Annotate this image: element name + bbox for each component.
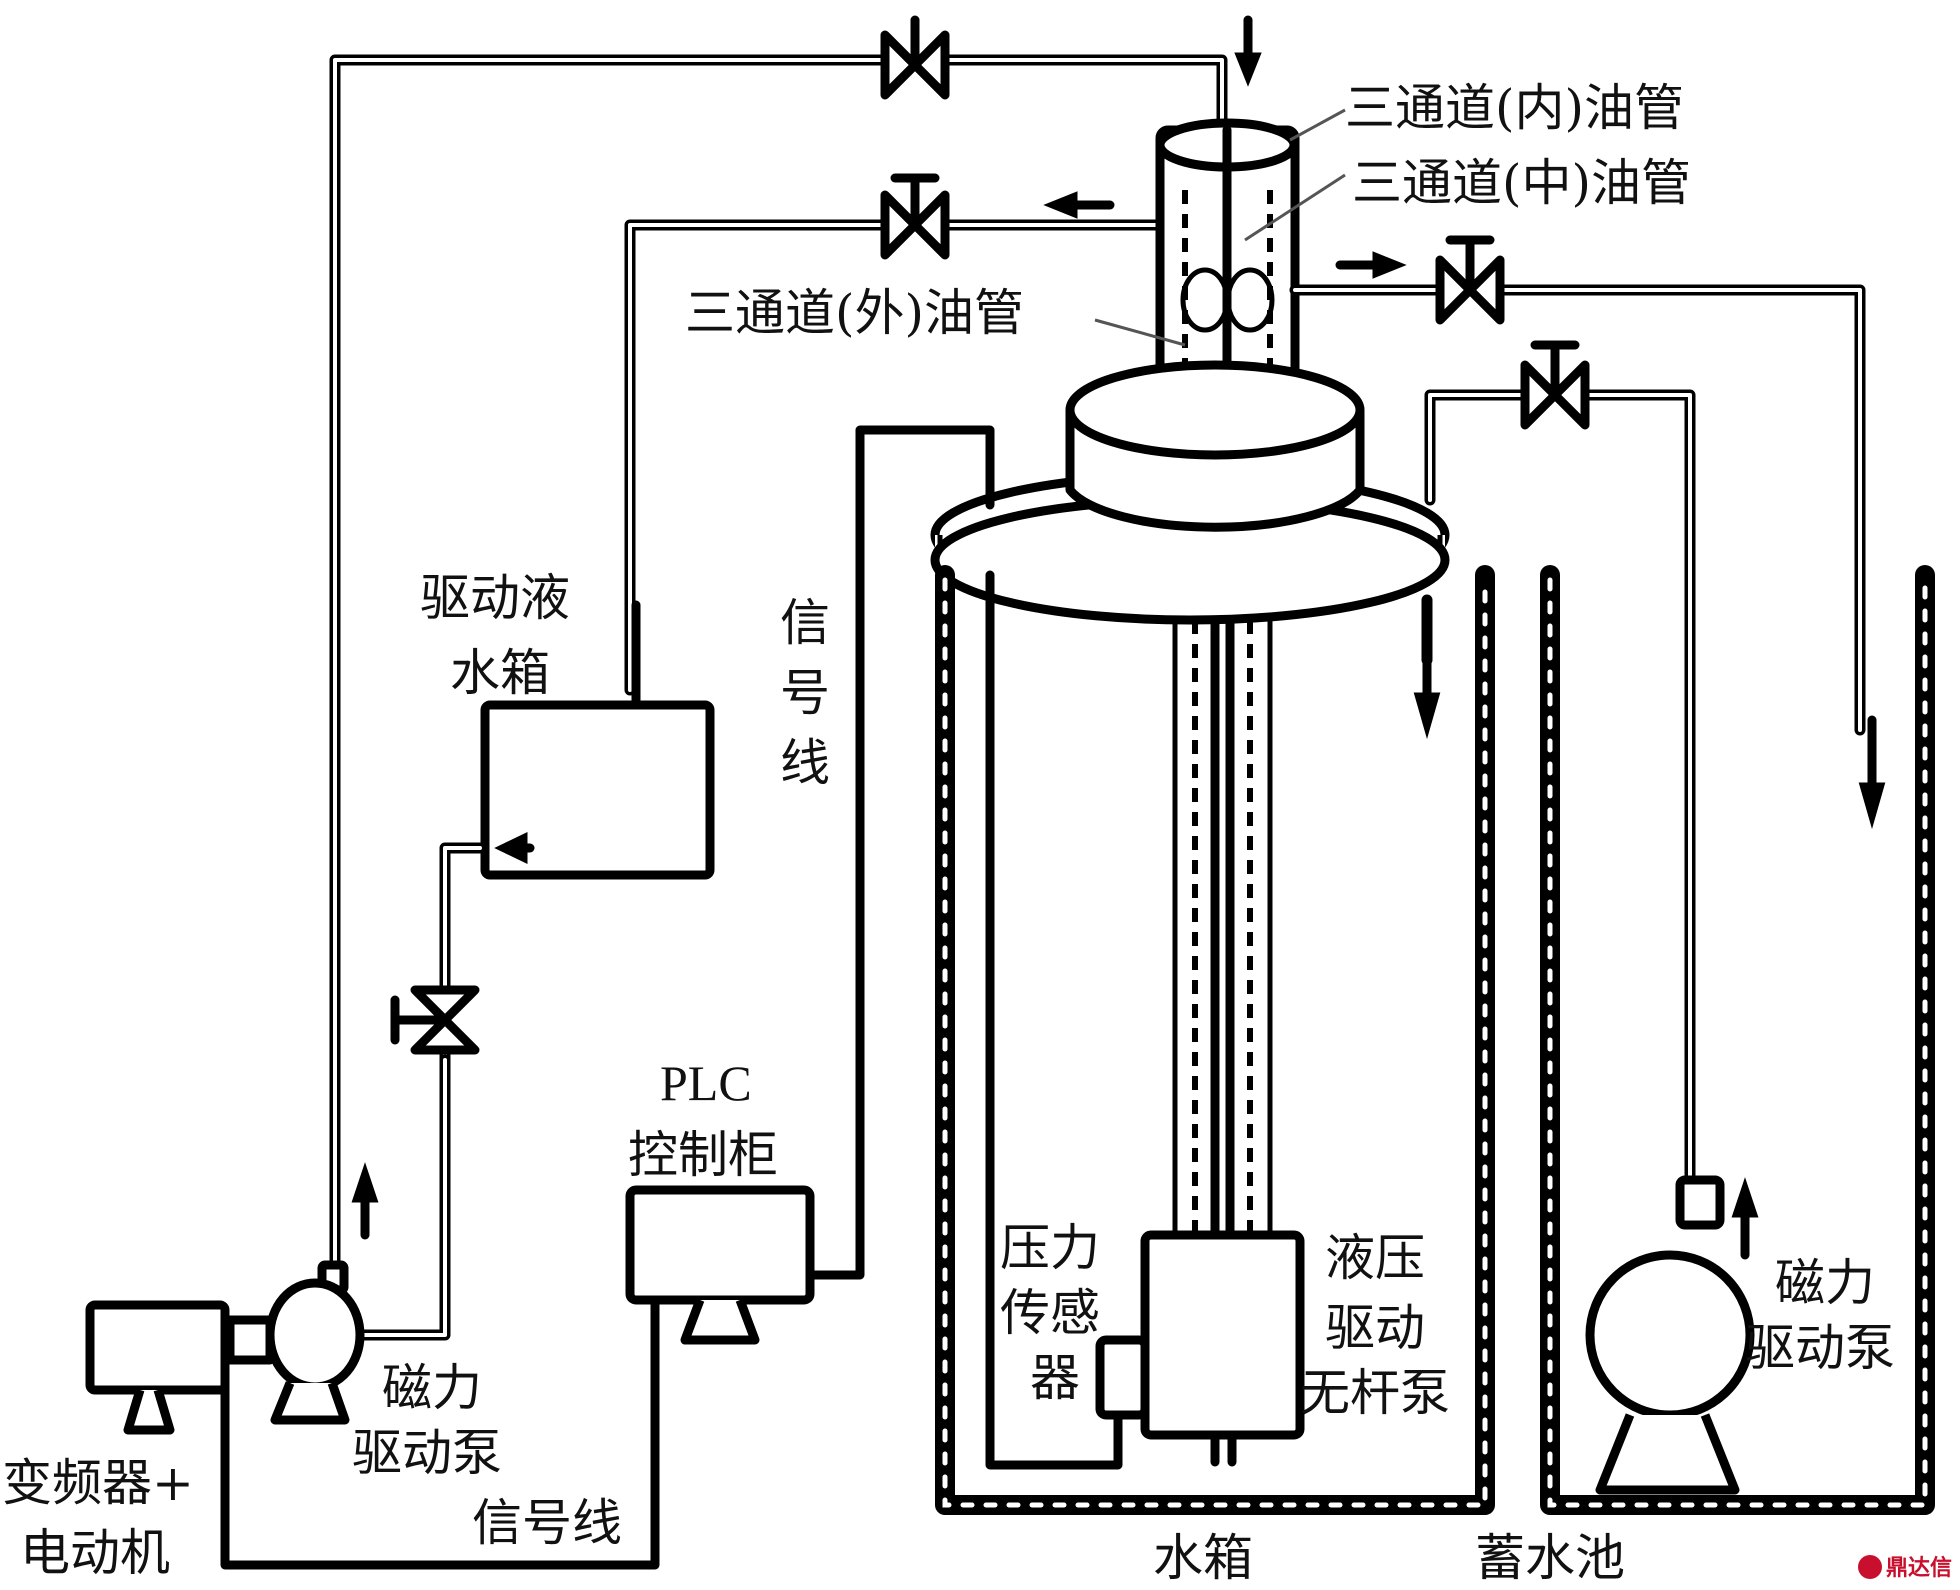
valve-left xyxy=(390,985,480,1055)
right-arrow-icon xyxy=(1335,251,1407,279)
label-drive-tank-1: 驱动液 xyxy=(420,569,570,627)
watermark-logo-icon xyxy=(1858,1555,1882,1579)
label-outer-tube: 三通道(外)油管 xyxy=(685,284,1024,342)
label-pressure-sensor-3: 器 xyxy=(1030,1349,1080,1407)
leader-outer xyxy=(1094,318,1186,347)
left-arrow-icon-tank xyxy=(494,832,535,864)
valve-middle xyxy=(880,173,950,260)
wellhead xyxy=(930,360,1450,625)
up-arrow-icon-right xyxy=(1731,1177,1759,1260)
label-pressure-sensor-2: 传感 xyxy=(1000,1284,1100,1342)
signal-line-bottom xyxy=(220,1295,660,1570)
valve-right-upper xyxy=(1435,235,1505,325)
drive-fluid-tank xyxy=(480,600,715,880)
leader-inner xyxy=(1289,108,1346,142)
rod-string xyxy=(1172,615,1273,1240)
pressure-sensor xyxy=(1095,1335,1150,1420)
pipe-pump-to-valve xyxy=(354,1054,451,1341)
down-arrow-icon-top xyxy=(1234,15,1262,87)
magnetic-drive-pump-right xyxy=(1585,1175,1755,1495)
watermark-text: 鼎达信 xyxy=(1886,1555,1952,1581)
label-hydraulic-pump-1: 液压 xyxy=(1325,1229,1425,1287)
label-motor-1: 变频器+ xyxy=(2,1454,194,1512)
label-inner-tube: 三通道(内)油管 xyxy=(1345,79,1684,137)
label-middle-tube: 三通道(中)油管 xyxy=(1352,154,1691,212)
pipe-top-loop xyxy=(329,54,1228,1286)
label-signal-vertical-2: 号 xyxy=(780,664,830,722)
frequency-converter-motor xyxy=(85,1300,230,1435)
label-hydraulic-pump-3: 无杆泵 xyxy=(1300,1364,1450,1422)
up-arrow-icon-left xyxy=(351,1162,379,1240)
leader-middle xyxy=(1244,173,1346,242)
label-left-pump-1: 磁力 xyxy=(382,1359,482,1417)
label-pressure-sensor-1: 压力 xyxy=(1000,1219,1100,1277)
magnetic-drive-pump-left xyxy=(225,1260,365,1425)
hydraulic-rodless-pump xyxy=(1140,1230,1305,1467)
plc-control-cabinet xyxy=(625,1185,815,1345)
label-signal-bottom: 信号线 xyxy=(472,1494,622,1552)
label-signal-vertical-3: 线 xyxy=(780,734,830,792)
signal-line-right xyxy=(780,425,1123,1470)
label-hydraulic-pump-2: 驱动 xyxy=(1325,1299,1425,1357)
label-left-pump-2: 驱动泵 xyxy=(352,1424,502,1482)
label-plc-1: PLC xyxy=(660,1055,752,1111)
valve-right-lower xyxy=(1520,340,1590,430)
label-motor-2: 电动机 xyxy=(20,1524,170,1582)
down-arrow-icon-right xyxy=(1858,715,1886,830)
label-drive-tank-2: 水箱 xyxy=(450,644,550,702)
label-signal-vertical-1: 信 xyxy=(780,594,830,652)
reservoir xyxy=(1540,565,1935,1515)
label-right-pump-1: 磁力 xyxy=(1775,1254,1875,1312)
watermark: 鼎达信 xyxy=(1858,1555,1952,1581)
left-arrow-icon xyxy=(1043,191,1115,219)
valve-top xyxy=(880,15,950,100)
label-reservoir: 蓄水池 xyxy=(1475,1529,1625,1587)
water-tank xyxy=(935,565,1495,1515)
down-arrow-icon-tank xyxy=(1413,594,1441,740)
pipe-middle-loop xyxy=(624,219,1171,696)
label-right-pump-2: 驱动泵 xyxy=(1745,1319,1895,1377)
label-water-tank: 水箱 xyxy=(1153,1529,1253,1587)
label-plc-2: 控制柜 xyxy=(628,1126,778,1184)
